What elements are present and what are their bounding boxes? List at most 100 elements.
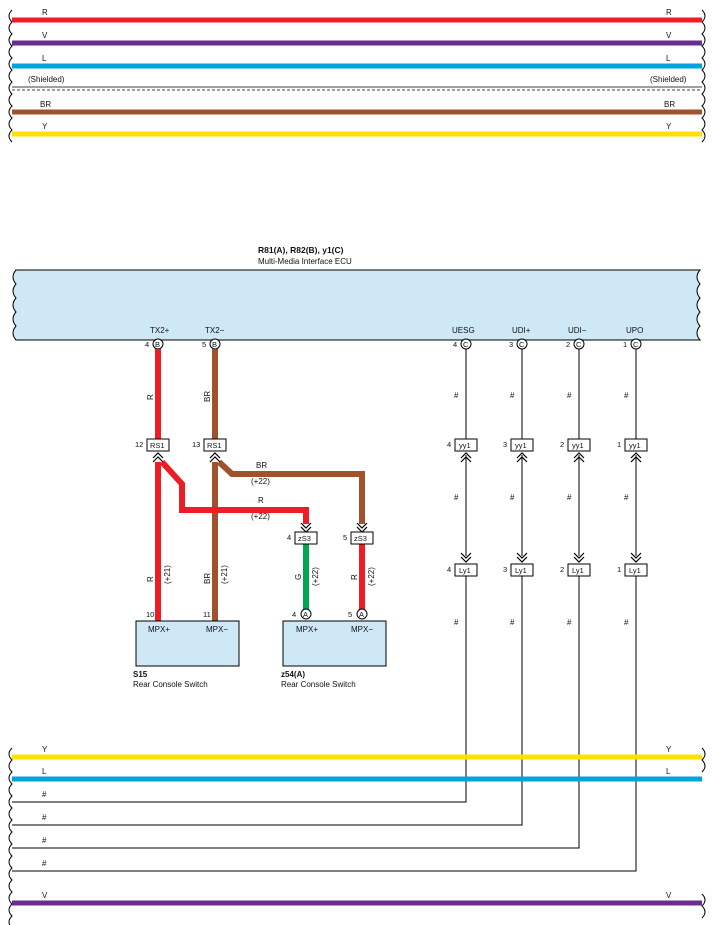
connector-chevron-icon [630,452,642,463]
bus-label-left: # [42,790,47,799]
bus-break-mark-left [8,747,13,925]
wire-label: R [258,496,264,505]
connector-name: RS1 [207,441,222,450]
connector-name: RS1 [150,441,165,450]
component-pin-label: MPX− [206,625,228,634]
wire-hash: # [624,618,629,627]
connector-name: Ly1 [572,566,584,575]
wire-label: G [294,574,303,580]
connector-rs1: 12 RS1 13 RS1 [135,438,227,463]
component-s15: 10 11 MPX+ MPX− S15 Rear Console Switch [133,610,240,689]
thin-wire [12,576,523,826]
component-id: z54(A) [281,670,305,679]
wire-hash: # [510,618,515,627]
connector-pin-number: 2 [560,565,564,574]
ecu-pin-number: 4 [453,340,457,349]
wire-label: BR [203,391,212,402]
bus-label-left: # [42,813,47,822]
ecu-pin-conn: C [633,340,639,349]
connector-chevron-icon [630,552,642,563]
bus-label-right: (Shielded) [650,75,687,84]
connector-chevron-icon [209,452,221,463]
component-name: Rear Console Switch [281,680,356,689]
connector-name: yy1 [629,441,641,450]
connector-name: Ly1 [459,566,471,575]
connector-box [567,438,591,452]
connector-box [350,531,374,545]
bus-label-left: # [42,859,47,868]
component-pin-label: MPX− [351,625,373,634]
connector-ly1: 4 Ly1 3 Ly1 2 Ly1 1 Ly1 [447,552,648,577]
wire-hash: # [624,493,629,502]
top-bus-group: R R V V L L (Shielded) (Shielded) BR BR … [8,8,706,143]
connector-chevron-icon [356,522,368,533]
ecu-pin-signal-udim: UDI− [568,326,587,335]
connector-name: zS3 [298,534,311,543]
connector-name: Ly1 [515,566,527,575]
wire-hash: # [567,391,572,400]
wire-label: BR [203,573,212,584]
ecu-pin-signal-upo: UPO [626,326,643,335]
colored-wires: R BR R (+21) BR (+21) R (+22) BR (+22) G… [146,349,376,621]
connector-box [454,563,478,577]
thin-wire [12,576,580,849]
bus-label-right: L [666,767,671,776]
connector-pin-number: 2 [560,440,564,449]
wire-code: (+22) [311,567,320,586]
ecu-pin-signal-tx2m: TX2− [205,326,225,335]
thin-wire [12,576,467,803]
wire-hash: # [454,391,459,400]
component-pin-number: 10 [146,610,154,619]
wire-code: (+22) [367,567,376,586]
connector-chevron-icon [516,552,528,563]
wire-code: (+21) [220,565,229,584]
connector-name: zS3 [354,534,367,543]
connector-box [510,563,534,577]
component-pin-conn: A [359,610,364,619]
component-pin-number: 11 [203,610,211,619]
connector-chevron-icon [460,552,472,563]
connector-pin-number: 3 [503,565,507,574]
connector-box [294,531,318,545]
ecu-pin-number: 3 [509,340,513,349]
wire-hash: # [624,391,629,400]
bus-label-left: R [42,8,48,17]
connector-box [454,438,478,452]
component-pin-number: 5 [348,610,352,619]
bus-label-right: V [666,891,672,900]
thin-signal-lines: # # # # # # # # # # # # [12,349,637,872]
bus-label-left: # [42,836,47,845]
ecu-pin-conn: B [212,340,217,349]
bus-label-left: L [42,767,47,776]
component-pin-conn: A [303,610,308,619]
ecu-pin-number: 1 [623,340,627,349]
bus-break-mark-right [701,747,706,773]
connector-chevron-icon [573,552,585,563]
connector-pin-number: 1 [617,565,621,574]
connector-pin-number: 3 [503,440,507,449]
bus-label-left: Y [42,745,48,754]
connector-chevron-icon [300,522,312,533]
bus-label-left: BR [40,100,51,109]
thin-wire [12,576,637,872]
ecu-pin-conn: C [576,340,582,349]
ecu-pin-number: 2 [566,340,570,349]
connector-pin-number: 4 [447,440,451,449]
connector-box [624,438,648,452]
connector-pin-number: 13 [192,440,200,449]
wire-code: (+21) [163,565,172,584]
connector-chevron-icon [573,452,585,463]
component-z54: 4 A 5 A MPX+ MPX− z54(A) Rear Console Sw… [281,608,387,689]
connector-box [624,563,648,577]
multimedia-ecu: R81(A), R82(B), y1(C) Multi-Media Interf… [12,245,702,341]
bus-break-mark-left [8,9,13,143]
ecu-pin-signal-tx2p: TX2+ [150,326,170,335]
ecu-name: Multi-Media Interface ECU [258,257,352,266]
bus-break-mark-right [701,893,706,919]
ecu-pin-conn: C [463,340,469,349]
connector-chevron-icon [516,452,528,463]
wire-label: R [146,394,155,400]
bus-label-left: V [42,31,48,40]
connector-box [510,438,534,452]
